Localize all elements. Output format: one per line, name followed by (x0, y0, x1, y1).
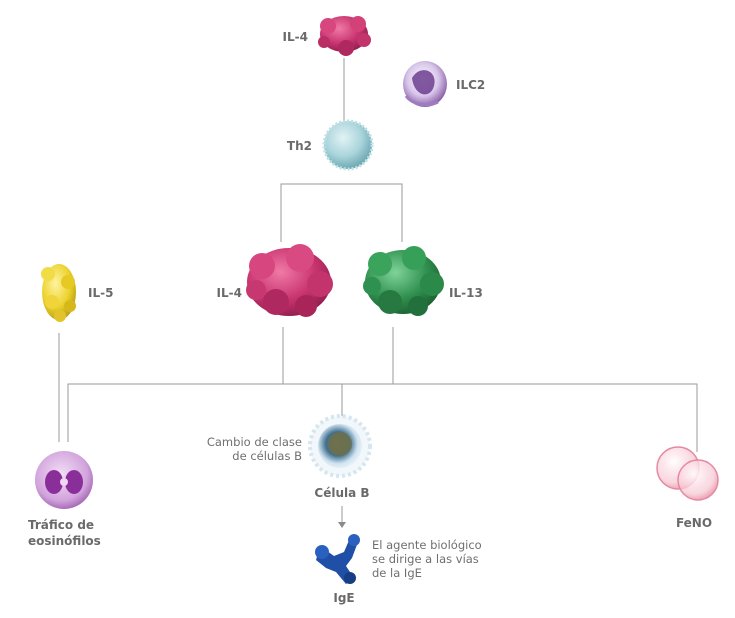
note-class-switch-line1: Cambio de clase (206, 435, 302, 449)
il5-protein-icon (41, 264, 76, 322)
label-eosinophil: Tráfico de eosinófilos (28, 517, 101, 549)
ilc2-cell-icon (403, 61, 447, 107)
label-il5: IL-5 (88, 286, 114, 300)
label-il13: IL-13 (449, 286, 483, 300)
label-eosinophil-line1: Tráfico de (28, 518, 95, 532)
label-eosinophil-line2: eosinófilos (28, 534, 101, 548)
label-bcell: Célula B (314, 486, 370, 500)
connector-lines (58, 58, 698, 528)
note-biologic-line1: El agente biológico (372, 538, 482, 552)
label-ige: IgE (333, 591, 355, 605)
label-il4-top: IL-4 (282, 30, 308, 44)
th2-cell-icon (322, 119, 374, 171)
label-ilc2: ILC2 (456, 78, 486, 92)
label-feno: FeNO (675, 516, 713, 530)
label-th2: Th2 (286, 139, 312, 153)
line-distribution (67, 383, 698, 452)
il4-protein-icon (246, 244, 333, 317)
il4-protein-icon (318, 16, 371, 56)
line-th2-branch (280, 183, 403, 242)
eosinophil-cell-icon (35, 451, 93, 509)
il13-protein-icon (363, 246, 444, 316)
note-class-switch: Cambio de clase de células B (190, 435, 302, 463)
note-class-switch-line2: de células B (232, 449, 302, 463)
b-cell-icon (308, 414, 372, 478)
note-biologic-line2: se dirige a las vías (372, 552, 479, 566)
note-biologic-line3: de la IgE (372, 566, 422, 580)
note-biologic: El agente biológico se dirige a las vías… (372, 538, 482, 580)
label-il4-mid: IL-4 (216, 286, 242, 300)
feno-bubbles-icon (656, 446, 719, 501)
arrow-down-icon (338, 522, 346, 528)
ige-antibody-icon (315, 534, 360, 584)
